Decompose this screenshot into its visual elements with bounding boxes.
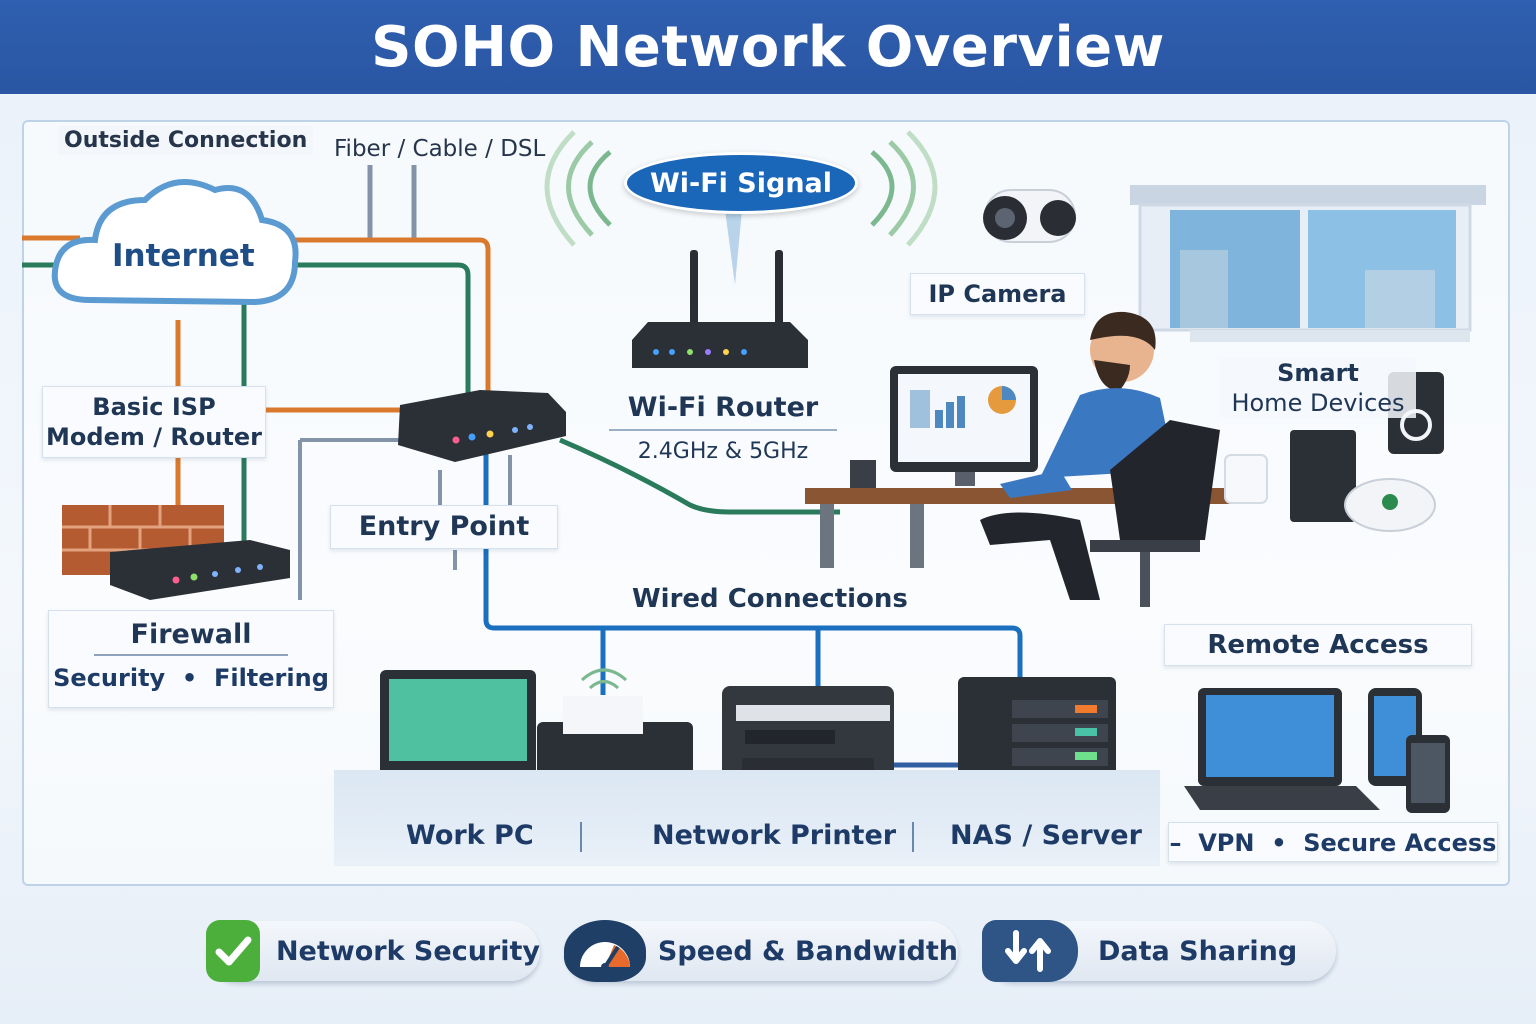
wifi-router-box: Wi-Fi Router 2.4GHz & 5GHz — [598, 384, 848, 476]
work-pc-icon — [380, 670, 536, 796]
device-separator — [912, 822, 914, 852]
wired-lines — [483, 450, 1023, 768]
remote-access-label: Remote Access — [1164, 624, 1472, 666]
internet-cloud-icon — [51, 179, 299, 306]
wifi-router-bands: 2.4GHz & 5GHz — [637, 439, 809, 464]
feature-speed-bandwidth: Speed & Bandwidth — [564, 920, 958, 982]
device-label-band — [334, 770, 1160, 866]
firewall-icon — [62, 505, 290, 600]
entry-point-device-icon — [398, 390, 566, 462]
firewall-name: Firewall — [130, 619, 252, 650]
remote-devices-icon — [1184, 688, 1450, 813]
firewall-detail: Security • Filtering — [53, 664, 329, 692]
desk-workstation-icon — [805, 311, 1259, 607]
work-pc-label: Work PC — [406, 820, 534, 851]
wifi-signal-badge: Wi-Fi Signal — [624, 152, 858, 214]
wifi-waves-icon — [544, 130, 938, 285]
smart-home-line2: Home Devices — [1231, 389, 1405, 417]
wifi-signal-label: Wi-Fi Signal — [649, 167, 833, 199]
isp-modem-line1: Basic ISP — [92, 393, 216, 421]
smart-home-line1: Smart — [1277, 359, 1359, 387]
feature-label: Speed & Bandwidth — [657, 935, 958, 967]
smart-home-label: Smart Home Devices — [1220, 358, 1416, 418]
line-types-label: Fiber / Cable / DSL — [334, 136, 546, 162]
entry-point-label: Entry Point — [330, 505, 558, 549]
feature-label: Network Security — [275, 935, 540, 967]
feature-network-security: Network Security — [206, 920, 540, 982]
title-bar: SOHO Network Overview — [0, 0, 1536, 94]
outside-lines — [22, 165, 512, 600]
speedometer-icon — [564, 920, 646, 982]
page-title: SOHO Network Overview — [371, 14, 1165, 80]
remote-access-detail: – VPN • Secure Access — [1168, 822, 1498, 862]
wifi-router-name: Wi-Fi Router — [627, 392, 819, 423]
internet-label: Internet — [112, 238, 255, 274]
device-separator — [580, 822, 582, 852]
router-link-line — [559, 437, 840, 515]
ip-camera-icon — [983, 189, 1076, 243]
office-window — [1130, 185, 1486, 342]
wired-connections-label: Wired Connections — [632, 584, 908, 614]
feature-data-sharing: Data Sharing — [982, 920, 1336, 982]
wifi-router-divider — [609, 429, 837, 431]
firewall-box: Firewall Security • Filtering — [48, 610, 334, 708]
wifi-router-icon — [632, 250, 808, 368]
isp-modem-box: Basic ISP Modem / Router — [42, 386, 266, 458]
ip-camera-label: IP Camera — [910, 273, 1085, 315]
network-printer-label: Network Printer — [652, 820, 897, 851]
checkmark-icon — [206, 920, 260, 982]
firewall-divider — [94, 654, 288, 656]
feature-label: Data Sharing — [1098, 935, 1298, 967]
outside-connection-label: Outside Connection — [58, 126, 314, 155]
isp-modem-line2: Modem / Router — [46, 423, 262, 451]
up-down-arrows-icon — [982, 920, 1078, 982]
nas-server-label: NAS / Server — [950, 820, 1142, 851]
